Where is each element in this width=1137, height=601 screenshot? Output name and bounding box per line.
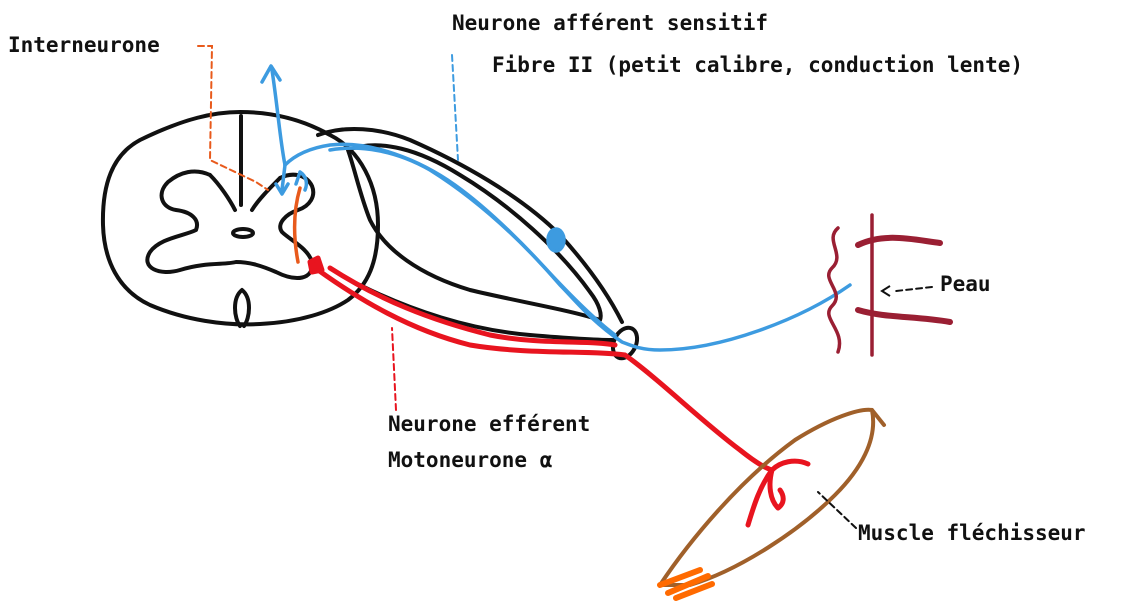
afferent-fiber-label: Fibre II (petit calibre, conduction lent… — [492, 55, 1023, 76]
grey-matter-left-horn — [210, 175, 235, 210]
peau-label: Peau — [940, 274, 991, 295]
ventral-median-fissure — [235, 290, 249, 326]
motoneurone-label: Motoneurone α — [388, 450, 552, 471]
afferent-fiber — [285, 144, 850, 350]
afferent-cell-body — [548, 229, 564, 251]
peau-arrowhead — [882, 286, 890, 296]
efferent-neuron — [310, 258, 808, 525]
muscle-leader-line — [818, 492, 856, 528]
interneuron-fiber — [295, 188, 300, 262]
efferent-cell-body — [310, 258, 322, 272]
interneuron — [295, 188, 300, 262]
efferent-neuron-label: Neurone efférent — [388, 414, 590, 435]
interneurone-leader-line — [198, 46, 268, 190]
muscle-label: Muscle fléchisseur — [858, 523, 1086, 544]
afferent-neuron-label: Neurone afférent sensitif — [452, 13, 768, 34]
peau-leader-line — [896, 287, 932, 291]
skin — [829, 215, 950, 355]
central-canal — [233, 229, 253, 237]
afferent-leader-line — [452, 55, 458, 160]
skin-wavy-edge — [829, 228, 840, 352]
efferent-leader-line — [392, 328, 396, 410]
spinal-nerve — [318, 129, 642, 362]
afferent-descending-branch — [282, 165, 285, 190]
muscle-outline — [660, 410, 873, 585]
spinal-nerve-upper-edge — [318, 129, 622, 322]
interneurone-label: Interneurone — [8, 35, 160, 56]
grey-matter-butterfly — [147, 171, 313, 278]
